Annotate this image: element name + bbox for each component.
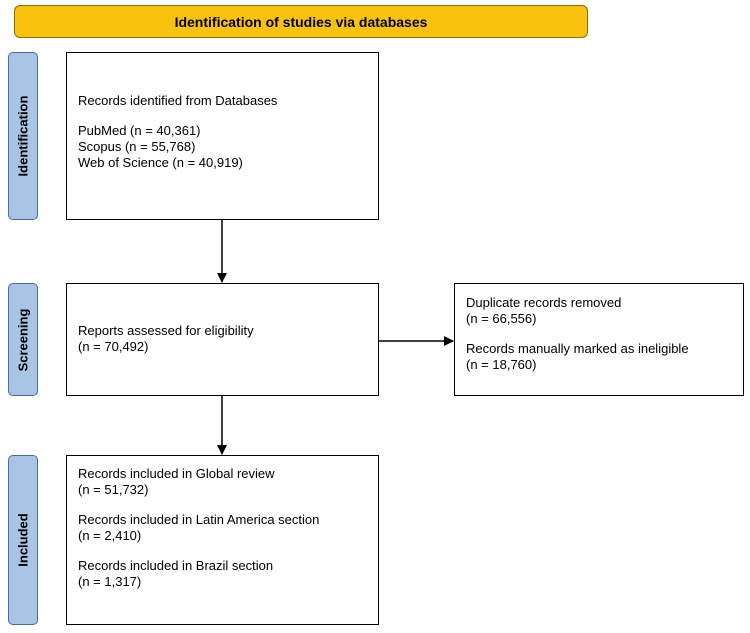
latam-label: Records included in Latin America sectio… bbox=[78, 512, 320, 527]
latam-count: (n = 2,410) bbox=[78, 528, 142, 543]
ineligible-label: Records manually marked as ineligible bbox=[466, 341, 689, 356]
stage-screening: Screening bbox=[8, 283, 38, 396]
stage-included: Included bbox=[8, 455, 38, 625]
stage-identification: Identification bbox=[8, 52, 38, 220]
duplicates-count: (n = 66,556) bbox=[466, 311, 537, 326]
screening-label: Reports assessed for eligibility bbox=[78, 323, 254, 338]
flow-title-banner: Identification of studies via databases bbox=[14, 5, 588, 38]
global-count: (n = 51,732) bbox=[78, 482, 149, 497]
screening-box: Reports assessed for eligibility (n = 70… bbox=[66, 283, 379, 396]
screening-count: (n = 70,492) bbox=[78, 339, 149, 354]
brazil-count: (n = 1,317) bbox=[78, 574, 142, 589]
included-box: Records included in Global review (n = 5… bbox=[66, 455, 379, 625]
brazil-label: Records included in Brazil section bbox=[78, 558, 274, 573]
ineligible-count: (n = 18,760) bbox=[466, 357, 537, 372]
identification-box: Records identified from Databases PubMed… bbox=[66, 52, 379, 220]
excluded-box: Duplicate records removed (n = 66,556) R… bbox=[454, 283, 744, 396]
identification-heading: Records identified from Databases bbox=[78, 93, 278, 108]
wos-count: Web of Science (n = 40,919) bbox=[78, 155, 243, 170]
duplicates-label: Duplicate records removed bbox=[466, 295, 622, 310]
pubmed-count: PubMed (n = 40,361) bbox=[78, 123, 201, 138]
scopus-count: Scopus (n = 55,768) bbox=[78, 139, 196, 154]
global-label: Records included in Global review bbox=[78, 466, 275, 481]
